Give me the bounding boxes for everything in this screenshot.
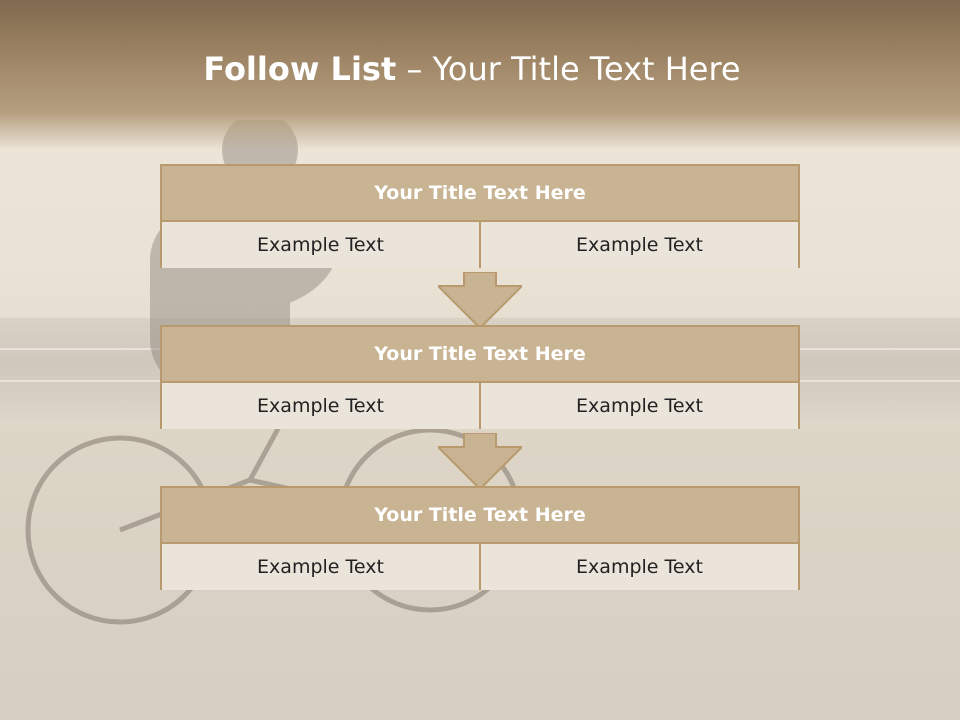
down-arrow-icon [438,272,522,328]
flow-step-1: Your Title Text Here Example Text Exampl… [160,164,800,268]
flow-step-right-text: Example Text [479,544,798,590]
flow-step-left-text: Example Text [162,544,479,590]
slide-title-rest: – Your Title Text Here [406,50,741,88]
flow-step-title: Your Title Text Here [162,327,798,383]
flow-step-title: Your Title Text Here [162,488,798,544]
flow-step-3: Your Title Text Here Example Text Exampl… [160,486,800,590]
flow-step-left-text: Example Text [162,222,479,268]
flow-step-left-text: Example Text [162,383,479,429]
flow-step-row: Example Text Example Text [162,544,798,590]
flow-step-row: Example Text Example Text [162,222,798,268]
flow-step-right-text: Example Text [479,222,798,268]
flow-step-right-text: Example Text [479,383,798,429]
slide-title-bold: Follow List [203,50,397,88]
slide-title: Follow List – Your Title Text Here [0,50,944,88]
slide-header [0,0,960,150]
down-arrow-icon [438,433,522,489]
flow-step-row: Example Text Example Text [162,383,798,429]
flow-step-title: Your Title Text Here [162,166,798,222]
flow-step-2: Your Title Text Here Example Text Exampl… [160,325,800,429]
